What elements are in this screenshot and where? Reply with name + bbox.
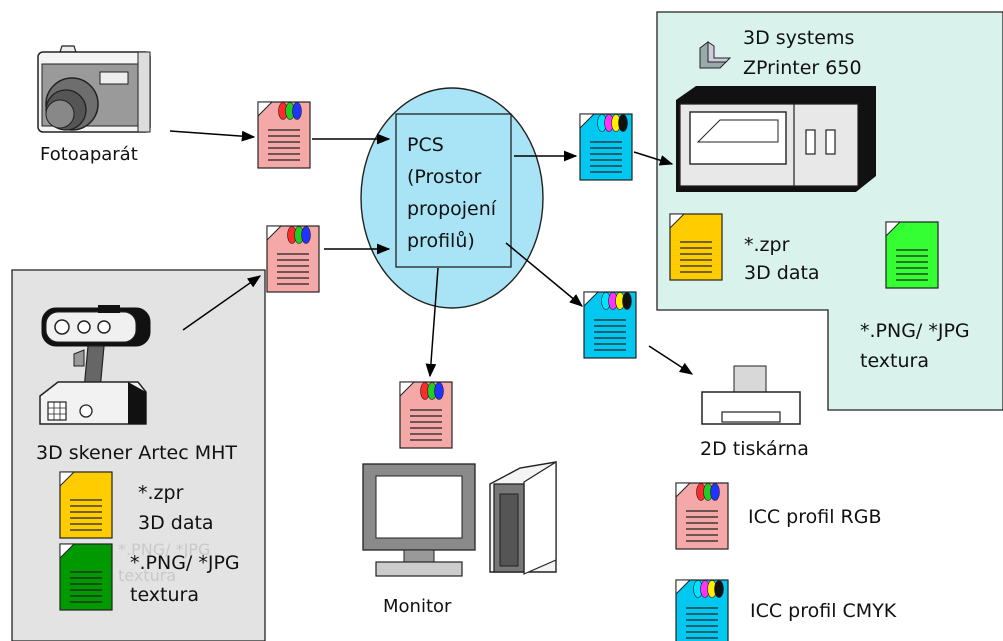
printer-zpr-ext: *.zpr	[744, 234, 790, 256]
scanner-png-desc: textura	[130, 584, 199, 606]
printer-2d-label: 2D tiskárna	[700, 438, 809, 460]
printer-png-desc: textura	[860, 350, 929, 372]
rgb-profile-doc-2	[266, 225, 320, 293]
monitor-label: Monitor	[383, 596, 452, 617]
rgb-profile-doc-1	[257, 101, 311, 169]
pcs-label-line-2: (Prostor	[407, 166, 482, 188]
zprinter-label-line1: 3D systems	[743, 27, 855, 49]
png-file-doc-printer	[885, 221, 939, 289]
printer-png-ext: *.PNG/ *JPG	[860, 320, 970, 342]
computer-tower-icon	[489, 460, 557, 575]
camera-icon	[37, 45, 151, 133]
monitor-icon	[362, 463, 476, 577]
scanner-icon	[39, 305, 151, 425]
scanner-label: 3D skener Artec MHT	[36, 442, 237, 464]
scanner-zpr-ext: *.zpr	[138, 482, 184, 504]
zprinter-icon	[676, 86, 876, 192]
scanner-zpr-desc: 3D data	[138, 512, 214, 534]
pcs-label-line-3: propojení	[407, 198, 497, 220]
rgb-profile-doc-legend	[675, 482, 729, 550]
camera-label: Fotoaparát	[40, 144, 138, 165]
rgb-profile-doc-monitor	[399, 381, 453, 449]
ghost-text-2: textura	[118, 566, 177, 585]
scanner-png-ext: *.PNG/ *JPG	[130, 552, 240, 574]
zpr-file-doc-printer	[669, 213, 723, 281]
legend-rgb-label: ICC profil RGB	[748, 506, 882, 528]
pcs-label-line-4: profilů)	[407, 230, 475, 252]
png-file-doc-scanner	[59, 543, 113, 611]
legend-cmyk-label: ICC profil CMYK	[750, 600, 897, 622]
pcs-label-line-1: PCS	[407, 134, 444, 156]
pcs-box	[395, 113, 512, 268]
cmyk-profile-doc-1	[579, 113, 633, 181]
zprinter-label-line2: ZPrinter 650	[743, 57, 862, 79]
cmyk-profile-doc-2	[583, 291, 637, 359]
printer-zpr-desc: 3D data	[744, 262, 820, 284]
zprinter-logo-icon	[699, 41, 732, 69]
cmyk-profile-doc-legend	[675, 579, 729, 641]
flow-arrows	[169, 130, 694, 378]
zpr-file-doc-scanner	[59, 471, 113, 539]
ghost-text-1: *.PNG/ *JPG	[118, 540, 211, 559]
pcs-ellipse	[360, 87, 544, 309]
printer-2d-icon	[701, 365, 801, 425]
